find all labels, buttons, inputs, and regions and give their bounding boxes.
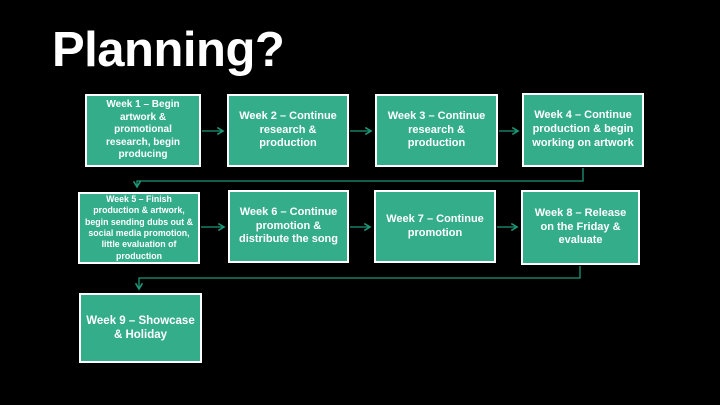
flow-box-week9-label: Week 9 – Showcase & Holiday — [86, 314, 195, 341]
flow-box-week2-label: Week 2 – Continue research & production — [239, 109, 337, 150]
flow-box-week7: Week 7 – Continue promotion — [374, 190, 496, 263]
flow-box-week6: Week 6 – Continue promotion & distribute… — [228, 190, 349, 263]
flow-box-week6-label: Week 6 – Continue promotion & distribute… — [239, 205, 338, 246]
flow-box-week2: Week 2 – Continue research & production — [227, 94, 349, 167]
elbow-arrow-week8-to-week9-icon — [134, 266, 581, 291]
flow-box-week4: Week 4 – Continue production & begin wor… — [522, 93, 644, 167]
slide-title: Planning? — [52, 23, 285, 77]
flow-box-week8-label: Week 8 – Release on the Friday & evaluat… — [534, 206, 627, 247]
flow-box-week5-label: Week 5 – Finish production & artwork, be… — [85, 193, 193, 261]
elbow-arrow-week4-to-week5-icon — [132, 168, 584, 189]
flow-box-week7-label: Week 7 – Continue promotion — [386, 212, 484, 239]
flow-box-week3-label: Week 3 – Continue research & production — [387, 109, 486, 150]
flow-box-week5: Week 5 – Finish production & artwork, be… — [78, 192, 200, 264]
flow-box-week9: Week 9 – Showcase & Holiday — [79, 293, 202, 363]
flow-box-week4-label: Week 4 – Continue production & begin wor… — [532, 109, 634, 149]
flow-box-week1: Week 1 – Begin artwork & promotional res… — [85, 94, 201, 167]
flow-box-week8: Week 8 – Release on the Friday & evaluat… — [521, 190, 640, 265]
flow-box-week1-label: Week 1 – Begin artwork & promotional res… — [106, 99, 180, 161]
flow-box-week3: Week 3 – Continue research & production — [375, 94, 498, 167]
